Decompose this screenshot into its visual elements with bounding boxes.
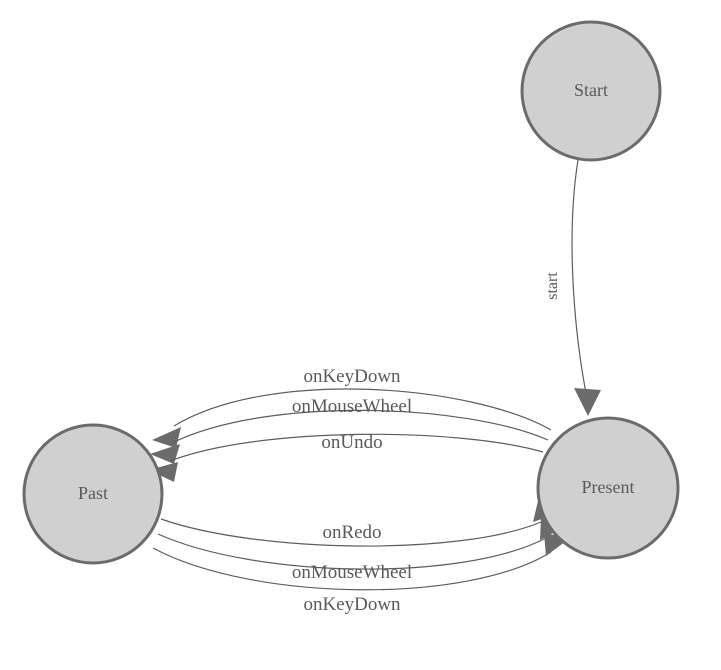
edge-path: [571, 159, 587, 394]
node-shape: [520, 20, 662, 162]
arrowhead-icon: [152, 427, 181, 448]
edge-label-onkeydown-bottom: onKeyDown: [303, 594, 401, 615]
edge-label-onundo: onUndo: [321, 432, 382, 453]
edge-label-onmousewheel-top: onMouseWheel: [292, 396, 412, 417]
edge-path: [169, 433, 544, 462]
edge-label-onmousewheel-bottom: onMouseWheel: [292, 562, 412, 583]
edge-path: [160, 518, 542, 547]
node-past[interactable]: Past: [22, 423, 164, 565]
edge-present-to-past-onmousewheel[interactable]: onMouseWheel: [150, 396, 549, 464]
node-label-present: Present: [582, 477, 635, 497]
edge-label-onkeydown-top: onKeyDown: [303, 366, 401, 387]
arrowhead-icon: [149, 462, 178, 482]
edge-path: [157, 533, 547, 570]
edge-label-start: start: [544, 272, 561, 300]
edge-path: [171, 409, 549, 444]
edge-present-to-past-onundo[interactable]: onUndo: [149, 432, 544, 482]
edge-path: [173, 388, 552, 431]
node-label-past: Past: [78, 483, 108, 503]
edge-start-to-present[interactable]: start: [544, 159, 601, 416]
node-start[interactable]: Start: [520, 20, 662, 162]
node-shape: [22, 423, 164, 565]
edge-past-to-present-onredo[interactable]: onRedo: [160, 501, 562, 547]
arrowhead-icon: [150, 444, 180, 464]
node-present[interactable]: Present: [536, 416, 680, 560]
arrowhead-icon: [574, 388, 601, 416]
edge-label-onredo: onRedo: [322, 522, 381, 543]
node-label-start: Start: [574, 80, 608, 100]
edge-path: [152, 547, 552, 591]
node-shape: [536, 416, 680, 560]
